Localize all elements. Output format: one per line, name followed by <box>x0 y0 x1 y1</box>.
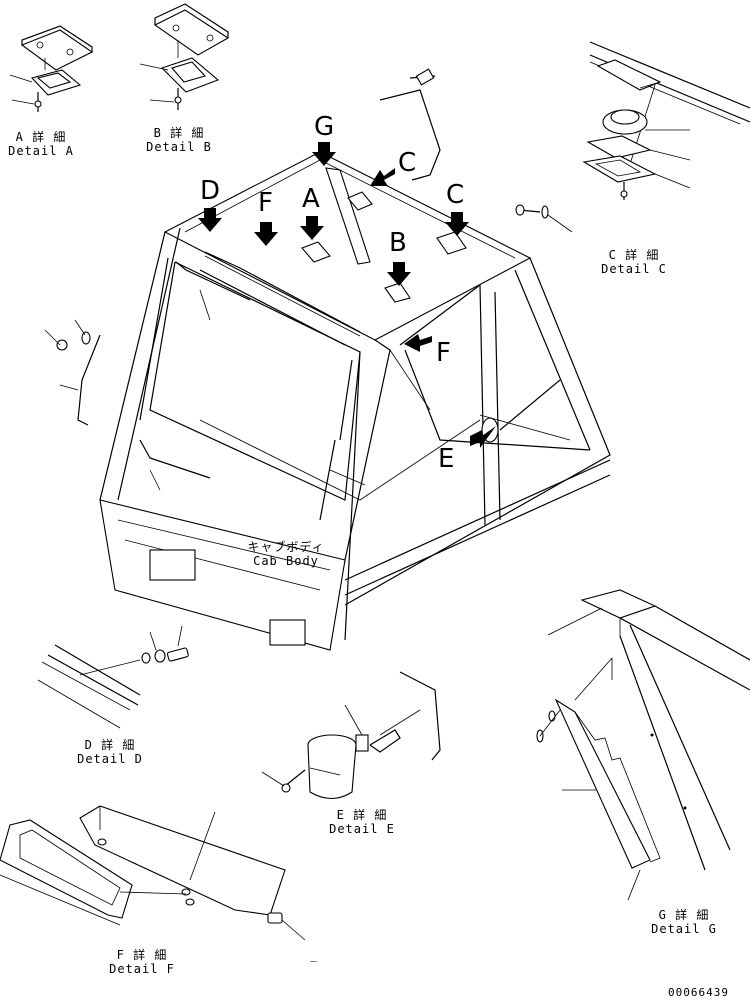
detail-d-label-jp: D 詳 細 <box>84 738 136 752</box>
cab-body-label-jp: キャブボディ <box>247 540 325 554</box>
view-marker-c-right: C <box>446 180 465 210</box>
detail-a-label-jp: A 詳 細 <box>15 130 67 144</box>
detail-c-drawing <box>515 41 750 233</box>
detail-a-drawing <box>9 25 94 112</box>
detail-f-drawing <box>0 805 306 941</box>
detail-e-drawing <box>261 671 441 800</box>
detail-c-label-en: Detail C <box>601 262 667 276</box>
cab-body-label: キャブボディ Cab Body <box>240 540 332 568</box>
detail-f-label-jp: F 詳 細 <box>116 948 168 962</box>
detail-b-label-jp: B 詳 細 <box>153 126 205 140</box>
cab-body-drawing <box>44 68 611 651</box>
cab-body-label-en: Cab Body <box>253 554 319 568</box>
detail-a-label: A 詳 細 Detail A <box>8 130 74 158</box>
dash-mark: _ <box>310 948 319 962</box>
detail-g-label-en: Detail G <box>651 922 717 936</box>
drawing-number: 00066439 <box>668 986 729 999</box>
detail-e-label-en: Detail E <box>329 822 395 836</box>
detail-g-label-jp: G 詳 細 <box>658 908 710 922</box>
view-marker-e: E <box>438 444 455 474</box>
view-marker-d: D <box>200 176 221 206</box>
view-marker-f-top: F <box>258 188 273 218</box>
view-marker-a: A <box>302 184 320 214</box>
view-marker-c-left: C <box>398 148 417 178</box>
detail-c-label-jp: C 詳 細 <box>608 248 660 262</box>
detail-c-label: C 詳 細 Detail C <box>598 248 670 276</box>
detail-a-label-en: Detail A <box>8 144 74 158</box>
detail-e-label-jp: E 詳 細 <box>336 808 388 822</box>
view-marker-b: B <box>389 228 407 258</box>
detail-f-label: F 詳 細 Detail F <box>106 948 178 976</box>
detail-b-label: B 詳 細 Detail B <box>144 126 214 154</box>
detail-f-label-en: Detail F <box>109 962 175 976</box>
view-marker-g: G <box>314 112 335 142</box>
view-marker-f-side: F <box>436 338 451 368</box>
detail-g-label: G 詳 細 Detail G <box>648 908 720 936</box>
detail-e-label: E 詳 細 Detail E <box>326 808 398 836</box>
detail-g-drawing <box>536 589 750 901</box>
view-arrows <box>198 142 496 448</box>
detail-b-label-en: Detail B <box>146 140 212 154</box>
detail-d-label-en: Detail D <box>77 752 143 766</box>
detail-d-label: D 詳 細 Detail D <box>74 738 146 766</box>
detail-d-drawing <box>37 625 189 729</box>
detail-b-drawing <box>139 3 230 110</box>
